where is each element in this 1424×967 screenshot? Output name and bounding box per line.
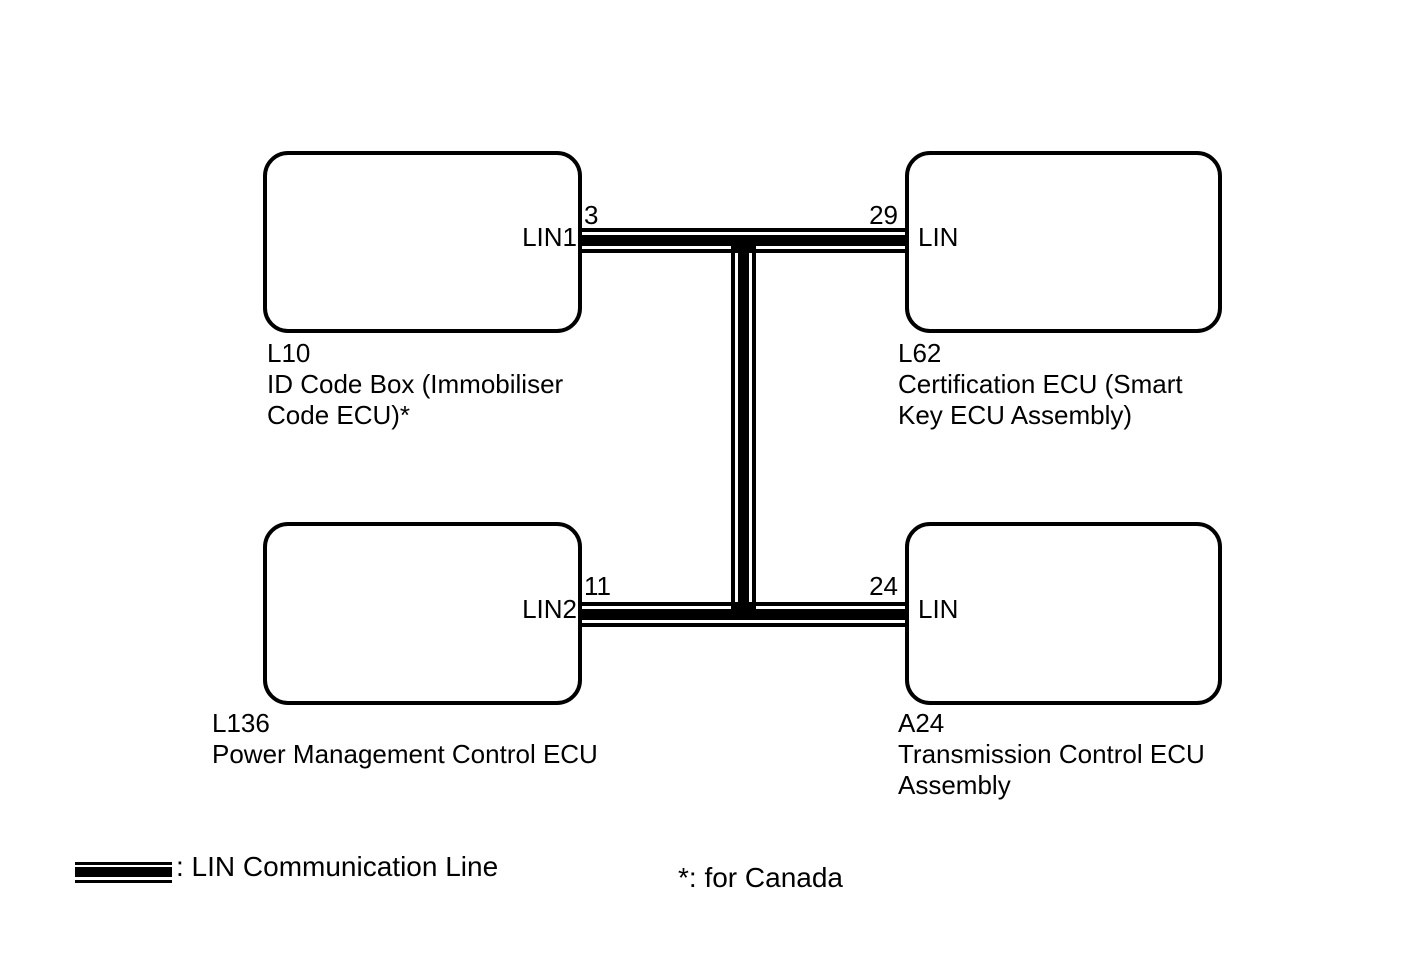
caption-code: A24	[898, 708, 945, 738]
lin-line-bottom-thin-upper-left	[582, 602, 731, 606]
pin-number-l62: 29	[869, 200, 898, 230]
caption-l62: L62 Certification ECU (Smart Key ECU Ass…	[898, 338, 1183, 431]
lin-line-bottom-junction	[731, 602, 756, 609]
lin-line-vertical-thin-left	[731, 253, 735, 602]
ecu-box-l62	[905, 151, 1222, 333]
caption-line: Certification ECU (Smart	[898, 369, 1183, 399]
legend-canada-note: *: for Canada	[678, 862, 843, 893]
caption-l136: L136 Power Management Control ECU	[212, 708, 598, 770]
lin-line-bottom-thick	[582, 609, 905, 620]
port-label-lin-l62: LIN	[918, 222, 959, 252]
lin-line-bottom-thin-upper-right	[756, 602, 905, 606]
lin-line-vertical-thin-right	[752, 253, 756, 602]
caption-l10: L10 ID Code Box (Immobiliser Code ECU)*	[267, 338, 563, 431]
port-label-lin2: LIN2	[522, 594, 577, 624]
legend-line-label: : LIN Communication Line	[176, 851, 499, 882]
lin-line-vertical-thick	[738, 235, 749, 620]
pin-number-l136: 11	[584, 571, 611, 601]
ecu-box-l10	[263, 151, 582, 333]
port-label-lin1: LIN1	[522, 222, 577, 252]
lin-line-top-thin-lower-right	[756, 249, 905, 253]
caption-line: Assembly	[898, 770, 1011, 800]
pin-number-l10: 3	[584, 200, 599, 230]
legend-line-swatch-thin-lower	[75, 880, 172, 883]
ecu-box-l136	[263, 522, 582, 705]
caption-line: Transmission Control ECU	[898, 739, 1205, 769]
legend-line-swatch-thin-upper	[75, 862, 172, 865]
caption-line: ID Code Box (Immobiliser	[267, 369, 564, 399]
ecu-box-a24	[905, 522, 1222, 705]
lin-line-top-thin-upper	[582, 228, 905, 232]
legend-line-swatch-thick	[75, 867, 172, 877]
caption-a24: A24 Transmission Control ECU Assembly	[898, 708, 1205, 801]
caption-code: L136	[212, 708, 270, 738]
caption-code: L62	[898, 338, 942, 368]
caption-line: Power Management Control ECU	[212, 739, 598, 769]
caption-code: L10	[267, 338, 311, 368]
port-label-lin-a24: LIN	[918, 594, 959, 624]
pin-number-a24: 24	[869, 571, 898, 601]
caption-line: Key ECU Assembly)	[898, 400, 1133, 430]
lin-line-bottom-thin-lower	[582, 623, 905, 627]
caption-line: Code ECU)*	[267, 400, 411, 430]
lin-line-top-thin-lower-left	[582, 249, 731, 253]
